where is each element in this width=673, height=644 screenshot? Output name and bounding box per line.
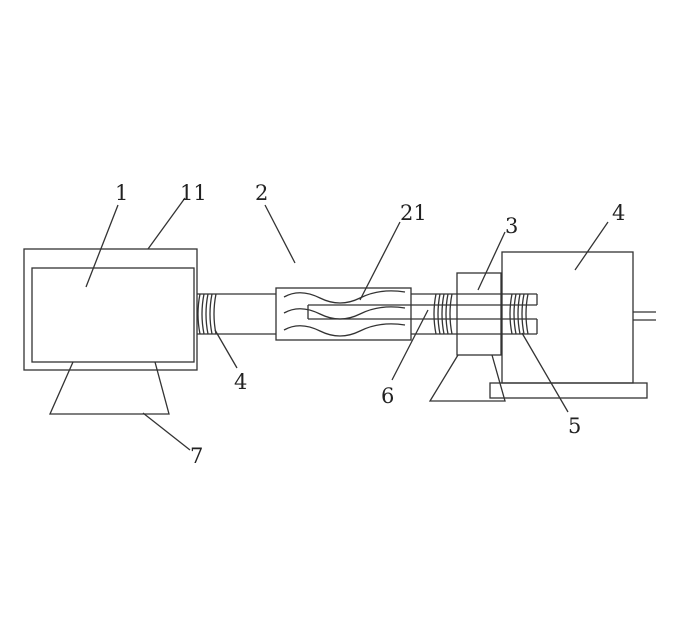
label-21: 21 — [400, 201, 427, 225]
coil-4 — [197, 293, 217, 335]
block-3 — [428, 272, 506, 402]
label-7: 7 — [190, 444, 203, 468]
label-11: 11 — [180, 181, 207, 205]
leader-lines — [85, 197, 609, 451]
label-5: 5 — [568, 414, 581, 438]
rods-6 — [308, 293, 538, 335]
pipe — [197, 293, 276, 335]
label-1: 1 — [115, 181, 128, 205]
coil-5 — [509, 293, 529, 335]
label-3: 3 — [505, 214, 518, 238]
label-6: 6 — [381, 384, 394, 408]
box-2 — [275, 287, 412, 341]
housing-1 — [23, 248, 198, 415]
label-4-motor: 4 — [612, 201, 625, 225]
wave-21 — [283, 290, 406, 337]
label-2: 2 — [255, 181, 268, 205]
support-7 — [49, 361, 170, 415]
motor-4 — [489, 251, 656, 399]
label-4-coil: 4 — [234, 370, 247, 394]
